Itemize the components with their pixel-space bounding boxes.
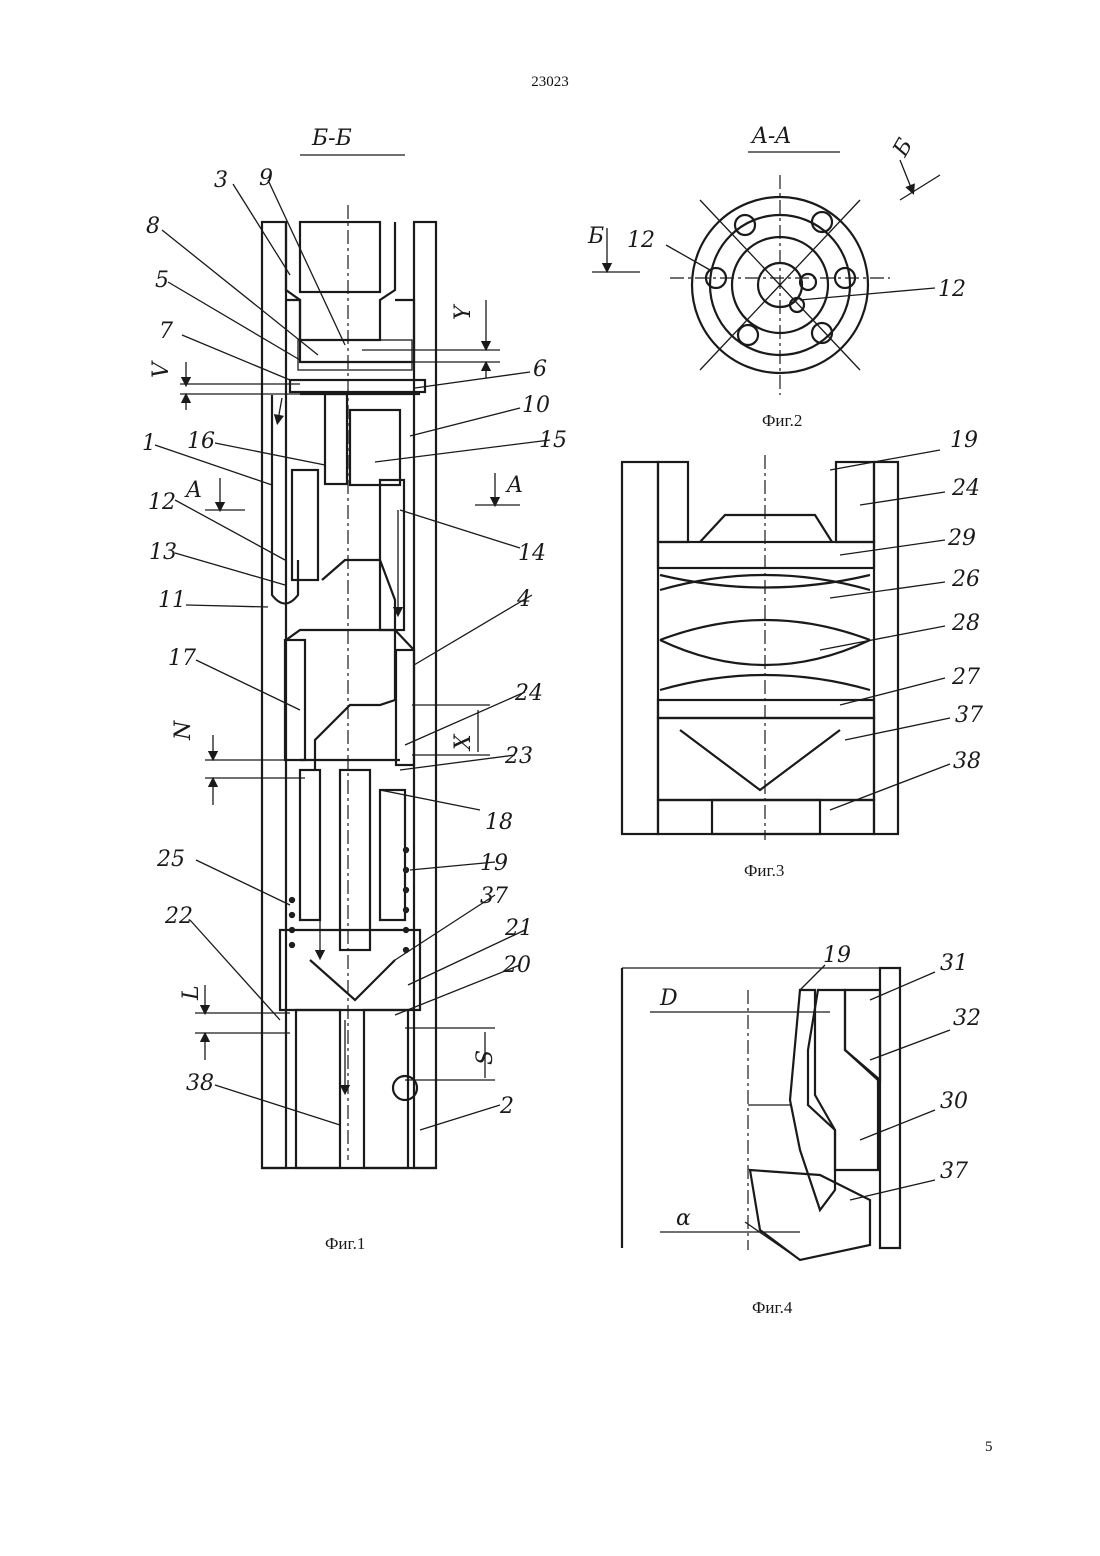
fig1-label: 10 (522, 393, 550, 418)
fig1-label: 37 (480, 884, 508, 909)
fig4-label: 32 (953, 1006, 981, 1031)
fig4-caption: Фиг.4 (752, 1298, 793, 1317)
fig1-label: L (179, 985, 204, 1001)
fig1-label: 38 (186, 1071, 214, 1096)
fig1-label: Y (451, 303, 476, 320)
fig1-label: 16 (187, 429, 215, 454)
fig1-label: N (171, 720, 196, 741)
fig2-label: Б (587, 224, 604, 249)
fig1-label: 1 (142, 431, 156, 456)
fig3-caption: Фиг.3 (744, 861, 784, 880)
fig1-label: 2 (499, 1094, 514, 1119)
fig4-label: 30 (940, 1089, 968, 1114)
fig3-label: 28 (951, 611, 980, 636)
fig2-label: 12 (627, 228, 655, 253)
fig1-label: 22 (164, 904, 193, 929)
fig3-label: 37 (955, 703, 983, 728)
fig1-labels: 3 9 8 5 7 V Y 6 10 1 16 15 A A 12 13 11 … (142, 166, 567, 1119)
fig2-label: Б (888, 134, 918, 161)
fig4-label: 31 (940, 951, 968, 976)
fig3-label: 38 (953, 749, 981, 774)
body-wall-left (262, 222, 286, 1168)
fig1-label: A (184, 478, 202, 503)
fig1-label: 14 (518, 541, 546, 566)
fig3-label: 29 (947, 526, 976, 551)
body-wall-right (414, 222, 436, 1168)
fig4-label: 37 (940, 1159, 968, 1184)
fig4-labels: 19 31 D 32 30 37 α (659, 943, 981, 1231)
fig1-label: 18 (485, 810, 513, 835)
fig1-label: 13 (149, 540, 177, 565)
fig1-label: 3 (214, 168, 228, 193)
fig1-label: 15 (539, 428, 567, 453)
fig1-section-title: Б-Б (311, 126, 352, 151)
fig1-label: 20 (502, 953, 531, 978)
fig3-label: 24 (951, 476, 980, 501)
fig1-label: A (505, 473, 523, 498)
fig1-label: 25 (156, 847, 185, 872)
fig2-section-title: A-A (750, 124, 791, 149)
fig3-label: 26 (951, 567, 980, 592)
fig1-label: 5 (155, 268, 169, 293)
fig1-label: 12 (148, 490, 176, 515)
figure-1 (155, 155, 550, 1168)
fig1-label: 21 (504, 916, 533, 941)
fig4-label: 19 (823, 943, 851, 968)
fig1-label: 8 (146, 214, 160, 239)
fig1-label: V (149, 360, 174, 378)
fig1-label: 24 (514, 681, 543, 706)
fig1-label: 7 (159, 319, 173, 344)
fig2-label: 12 (938, 277, 966, 302)
fig4-label: D (659, 986, 678, 1011)
fig1-label: 4 (516, 587, 531, 612)
fig1-label: S (473, 1050, 498, 1065)
figure-3 (622, 450, 950, 840)
fig2-labels: Б 12 12 Б (587, 134, 966, 302)
fig1-label: X (451, 733, 476, 752)
fig1-label: 11 (158, 588, 186, 613)
fig3-labels: 19 24 29 26 28 27 37 38 (947, 428, 983, 774)
fig3-label: 27 (951, 665, 980, 690)
figure-2 (592, 152, 940, 395)
fig1-label: 9 (259, 166, 273, 191)
fig1-caption: Фиг.1 (325, 1234, 365, 1253)
fig1-label: 6 (533, 357, 547, 382)
fig1-label: 23 (504, 744, 533, 769)
fig1-label: 19 (480, 851, 508, 876)
fig3-label: 19 (950, 428, 978, 453)
fig4-label: α (676, 1206, 691, 1231)
fig2-caption: Фиг.2 (762, 411, 802, 430)
fig1-label: 17 (168, 646, 196, 671)
